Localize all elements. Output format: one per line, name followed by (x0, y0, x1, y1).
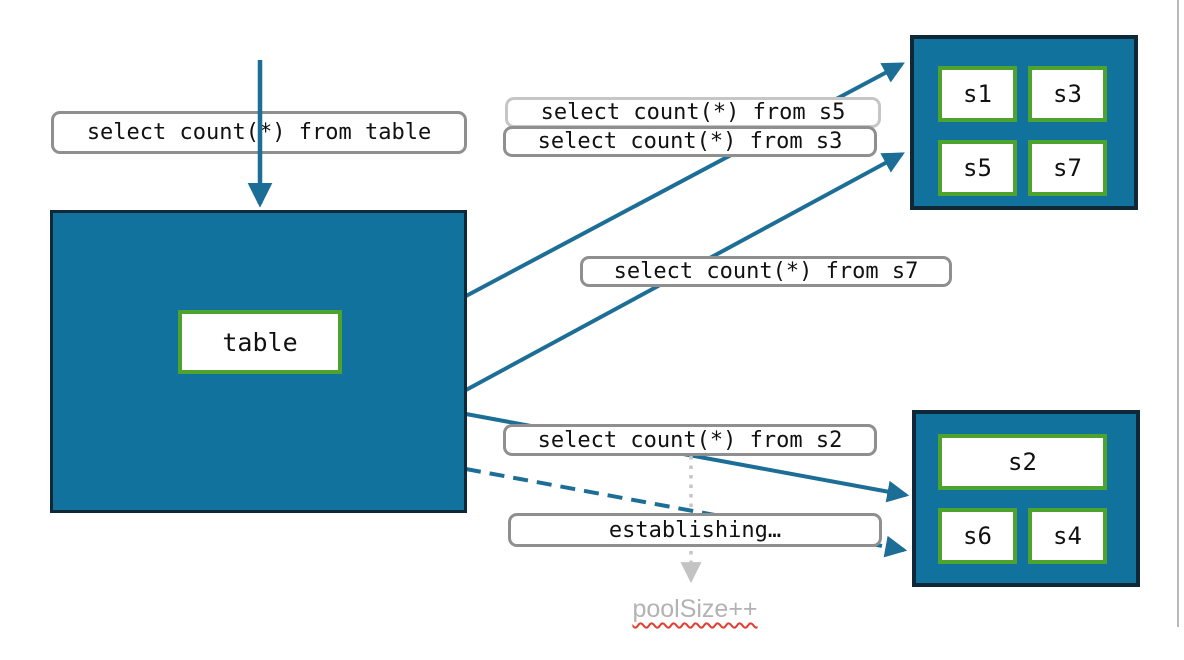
shard-s1-label: s1 (963, 80, 992, 108)
shard-s6-label: s6 (963, 522, 992, 550)
label-establishing: establishing… (508, 513, 882, 547)
label-query-s2-text: select count(*) from s2 (537, 427, 843, 453)
shard-s3-label: s3 (1053, 80, 1082, 108)
slide-edge-line (1177, 0, 1179, 627)
pool-size-text: poolSize++ (632, 595, 758, 623)
shard-s2-label: s2 (1008, 448, 1037, 476)
shard-s5-label: s5 (963, 154, 992, 182)
label-query-s5: select count(*) from s5 (505, 97, 881, 128)
label-query-s2: select count(*) from s2 (503, 424, 877, 456)
label-query-table-text: select count(*) from table (86, 120, 432, 145)
pool-size-note: poolSize++ (620, 595, 770, 624)
shard-s4: s4 (1028, 508, 1107, 564)
label-query-s7-text: select count(*) from s7 (613, 259, 919, 284)
shard-s5: s5 (938, 140, 1017, 196)
label-query-s5-text: select count(*) from s5 (540, 100, 846, 125)
label-query-table: select count(*) from table (51, 111, 467, 154)
shard-s1: s1 (938, 66, 1017, 122)
table-node-label: table (222, 327, 298, 357)
shard-s7: s7 (1028, 140, 1107, 196)
shard-s4-label: s4 (1053, 522, 1082, 550)
label-query-s3-text: select count(*) from s3 (537, 129, 843, 154)
shard-s7-label: s7 (1053, 154, 1082, 182)
shard-s6: s6 (938, 508, 1017, 564)
table-container-box: table (50, 210, 467, 513)
table-node: table (178, 310, 342, 374)
label-query-s3: select count(*) from s3 (503, 126, 877, 157)
shard-s3: s3 (1028, 66, 1107, 122)
shard-group-bottom: s2 s6 s4 (912, 410, 1140, 587)
label-establishing-text: establishing… (608, 517, 782, 543)
label-query-s7: select count(*) from s7 (580, 256, 952, 287)
shard-s2: s2 (938, 434, 1107, 490)
shard-group-top: s1 s3 s5 s7 (910, 35, 1138, 210)
